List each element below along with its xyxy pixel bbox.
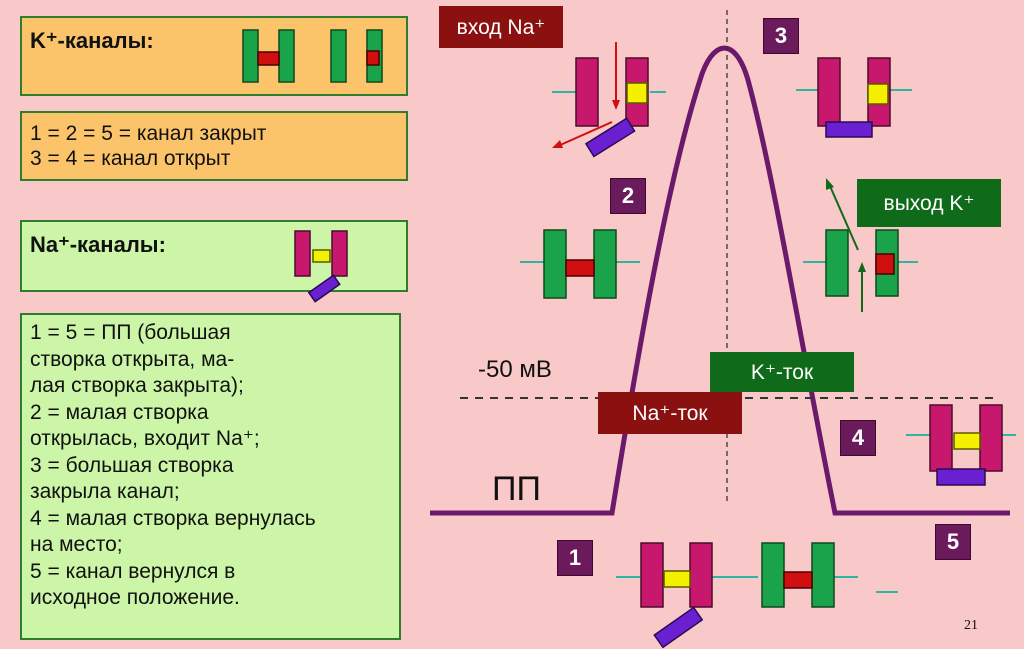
legend-icons (242, 29, 383, 83)
na-blocker-icon (312, 249, 331, 263)
na-channels-title: Na⁺-каналы: (30, 232, 166, 257)
k-current-label: K⁺-ток (710, 352, 854, 392)
threshold-label: -50 мВ (478, 356, 552, 383)
stage1-k-channel (761, 542, 858, 608)
action-potential-curve (430, 45, 1010, 516)
na-legend-icon (294, 230, 348, 303)
k-exit-label: выход K⁺ (857, 179, 1001, 227)
stage2-k-channel (520, 229, 640, 299)
k-blocker-icon (257, 51, 280, 66)
page-number: 21 (964, 618, 978, 633)
stage-5-badge: 5 (935, 524, 971, 560)
na-legend-box: 1 = 5 = ПП (большая створка открыта, ма-… (20, 313, 401, 640)
stage3-na-channel (796, 57, 912, 138)
stage1-na-channel (616, 542, 758, 649)
na-gate-icon (294, 230, 311, 277)
na-inactivation-gate-icon (307, 274, 341, 303)
na-current-label: Na⁺-ток (598, 392, 742, 434)
stage4-na-channel (906, 404, 1016, 486)
k-legend-box: 1 = 2 = 5 = канал закрыт 3 = 4 = канал о… (20, 111, 408, 181)
resting-potential-label: ПП (492, 470, 541, 508)
k-gate-icon (330, 29, 347, 83)
k-outflow-channel (803, 178, 918, 312)
stage2-na-channel (552, 42, 666, 158)
stage-2-badge: 2 (610, 178, 646, 214)
stage-3-badge: 3 (763, 18, 799, 54)
stage-1-badge: 1 (557, 540, 593, 576)
na-gate-icon (331, 230, 348, 277)
k-legend-text: 1 = 2 = 5 = канал закрыт 3 = 4 = канал о… (30, 122, 267, 170)
k-channels-title: K⁺-каналы: (30, 28, 154, 53)
stage-4-badge: 4 (840, 420, 876, 456)
na-entry-label: вход Na⁺ (439, 6, 563, 48)
na-legend-text: 1 = 5 = ПП (большая створка открыта, ма-… (30, 321, 316, 609)
k-blocker-icon (366, 50, 380, 66)
